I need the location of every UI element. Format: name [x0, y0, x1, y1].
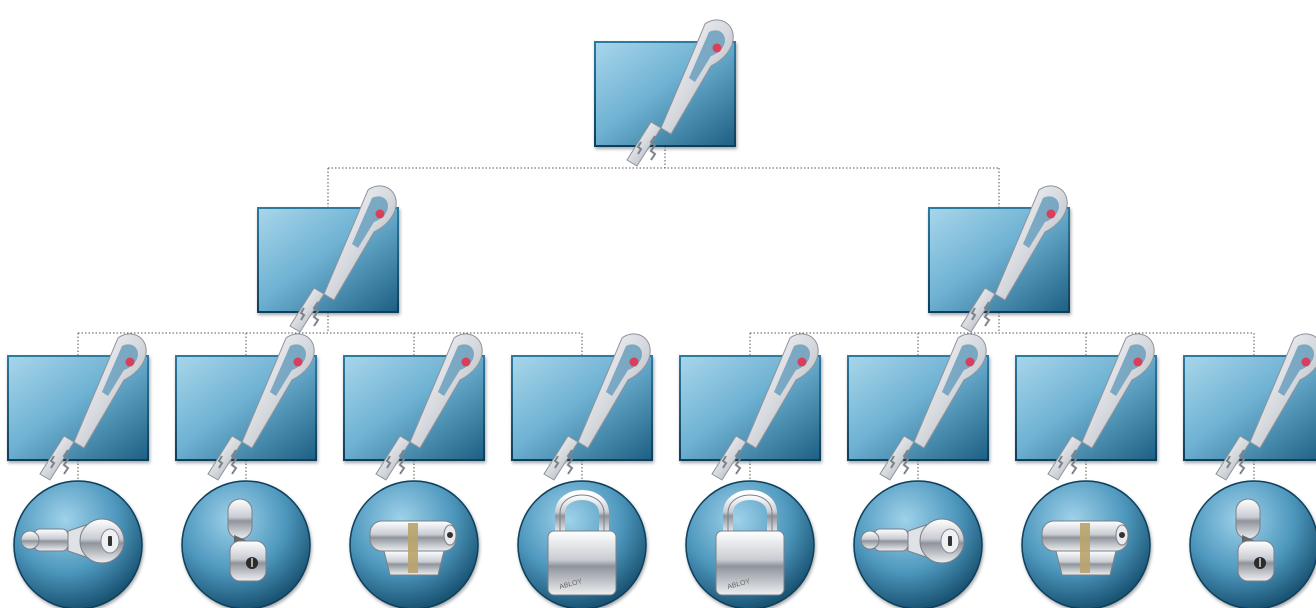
- change-key-node: [176, 334, 316, 480]
- change-key-node: [848, 334, 988, 480]
- sub-master-key-node: [929, 186, 1069, 332]
- master-key-node: [595, 20, 735, 166]
- sub-master-key-node: [258, 186, 398, 332]
- change-key-node: [344, 334, 484, 480]
- change-key-node: [1184, 334, 1316, 480]
- key-boxes: [8, 20, 1316, 480]
- lock-node: [1190, 481, 1316, 608]
- lock-node: [686, 481, 814, 608]
- lock-node: [182, 481, 310, 608]
- connector-line: [328, 146, 999, 208]
- change-key-node: [512, 334, 652, 480]
- change-key-node: [1016, 334, 1156, 480]
- change-key-node: [680, 334, 820, 480]
- lock-node: [14, 481, 142, 608]
- lock-discs: [14, 481, 1316, 608]
- lock-node: [518, 481, 646, 608]
- lock-node: [1022, 481, 1150, 608]
- connector-line: [78, 312, 582, 356]
- lock-node: [350, 481, 478, 608]
- connector-line: [750, 312, 1254, 356]
- change-key-node: [8, 334, 148, 480]
- lock-node: [854, 481, 982, 608]
